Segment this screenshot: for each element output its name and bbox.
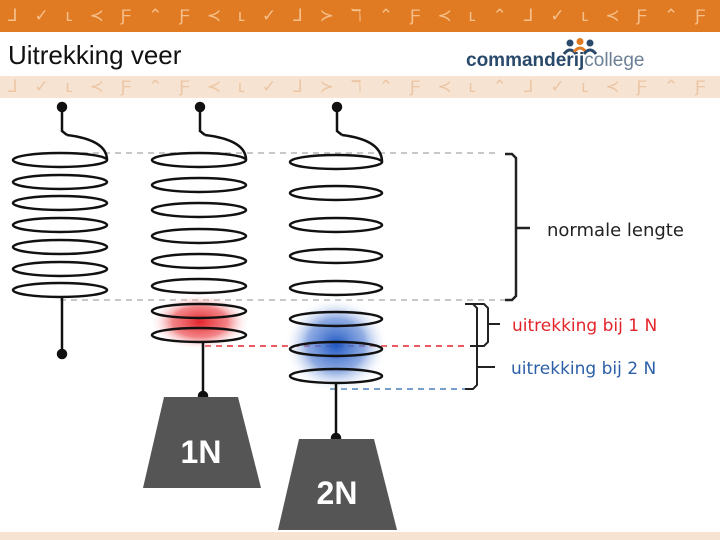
spring-2n — [288, 101, 384, 444]
label-normal-length: normale lengte — [547, 220, 684, 241]
weight-2n-label: 2N — [317, 475, 358, 511]
pattern-glyphs-light: ⅃✓ʟ≺Ƒ⌃Ƒ≺ʟ✓⅃≻ℸ⌃Ƒ≺ʟ⌃⅃✓ʟ≺Ƒ⌃Ƒ≺ʟ — [8, 77, 720, 96]
header-pattern-band: ⅃✓ʟ≺Ƒ⌃Ƒ≺ʟ✓⅃≻ℸ⌃Ƒ≺ʟ⌃⅃✓ʟ≺Ƒ⌃Ƒ≺ʟ — [0, 0, 720, 32]
bracket-stretch-2n — [465, 303, 478, 390]
logo-text-part1: commanderij — [466, 50, 585, 71]
spring-unloaded — [11, 101, 109, 360]
label-stretch-2n: uitrekking bij 2 N — [511, 359, 656, 379]
bracket-stretch-1n — [470, 303, 489, 347]
subheader-pattern-band: ⅃✓ʟ≺Ƒ⌃Ƒ≺ʟ✓⅃≻ℸ⌃Ƒ≺ʟ⌃⅃✓ʟ≺Ƒ⌃Ƒ≺ʟ — [0, 76, 720, 98]
bracket-normal-length — [505, 152, 518, 302]
stretch-1n-highlight — [150, 294, 250, 350]
weight-1n-label: 1N — [181, 434, 222, 470]
weight-2n — [278, 439, 397, 530]
pattern-glyphs: ⅃✓ʟ≺Ƒ⌃Ƒ≺ʟ✓⅃≻ℸ⌃Ƒ≺ʟ⌃⅃✓ʟ≺Ƒ⌃Ƒ≺ʟ — [8, 6, 720, 25]
weight-1n — [143, 397, 261, 488]
label-stretch-1n: uitrekking bij 1 N — [512, 316, 657, 336]
logo-text-part2: college — [584, 50, 645, 71]
footer-band — [0, 532, 720, 540]
logo-people-icon — [562, 38, 598, 55]
slide-title: Uitrekking veer — [8, 40, 182, 70]
spring-1n — [150, 101, 248, 402]
